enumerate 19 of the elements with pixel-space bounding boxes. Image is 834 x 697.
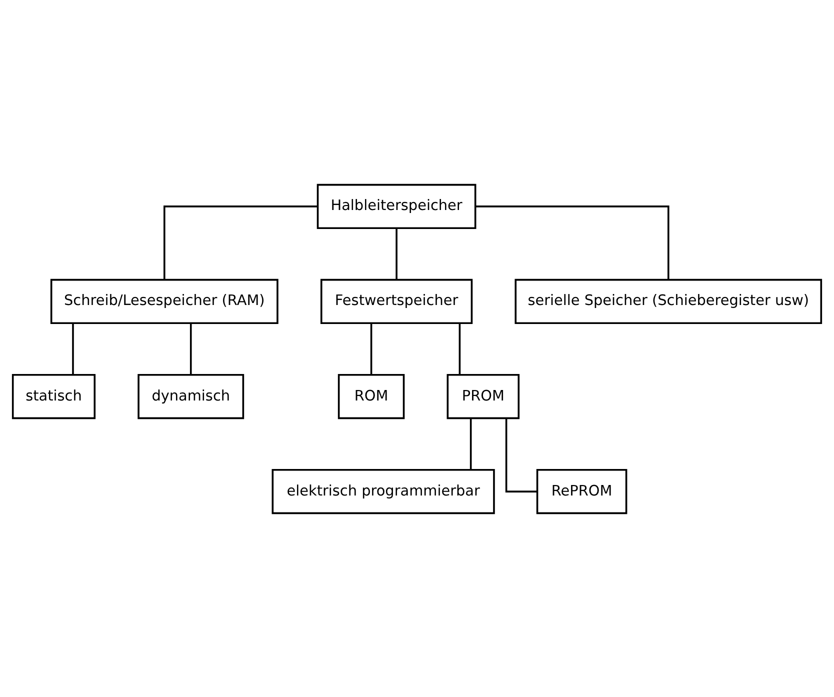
node-box: dynamisch [138, 373, 244, 419]
connector [476, 205, 670, 279]
node-box: Festwertspeicher [320, 278, 473, 324]
node-box: serielle Speicher (Schieberegister usw) [514, 278, 822, 324]
node-box: RePROM [536, 468, 628, 514]
connector [164, 205, 318, 279]
connector [396, 228, 398, 280]
node-box: Halbleiterspeicher [316, 183, 476, 229]
connector [505, 418, 537, 492]
connector [470, 418, 472, 470]
node-box: elektrisch programmierbar [272, 468, 495, 514]
node-box: ROM [338, 373, 405, 419]
node-box: Schreib/Lesespeicher (RAM) [50, 278, 278, 324]
connector [190, 323, 192, 374]
node-box: PROM [446, 373, 520, 419]
connector [458, 323, 461, 374]
connector [370, 323, 372, 374]
node-box: statisch [12, 373, 96, 419]
connector [72, 323, 74, 374]
